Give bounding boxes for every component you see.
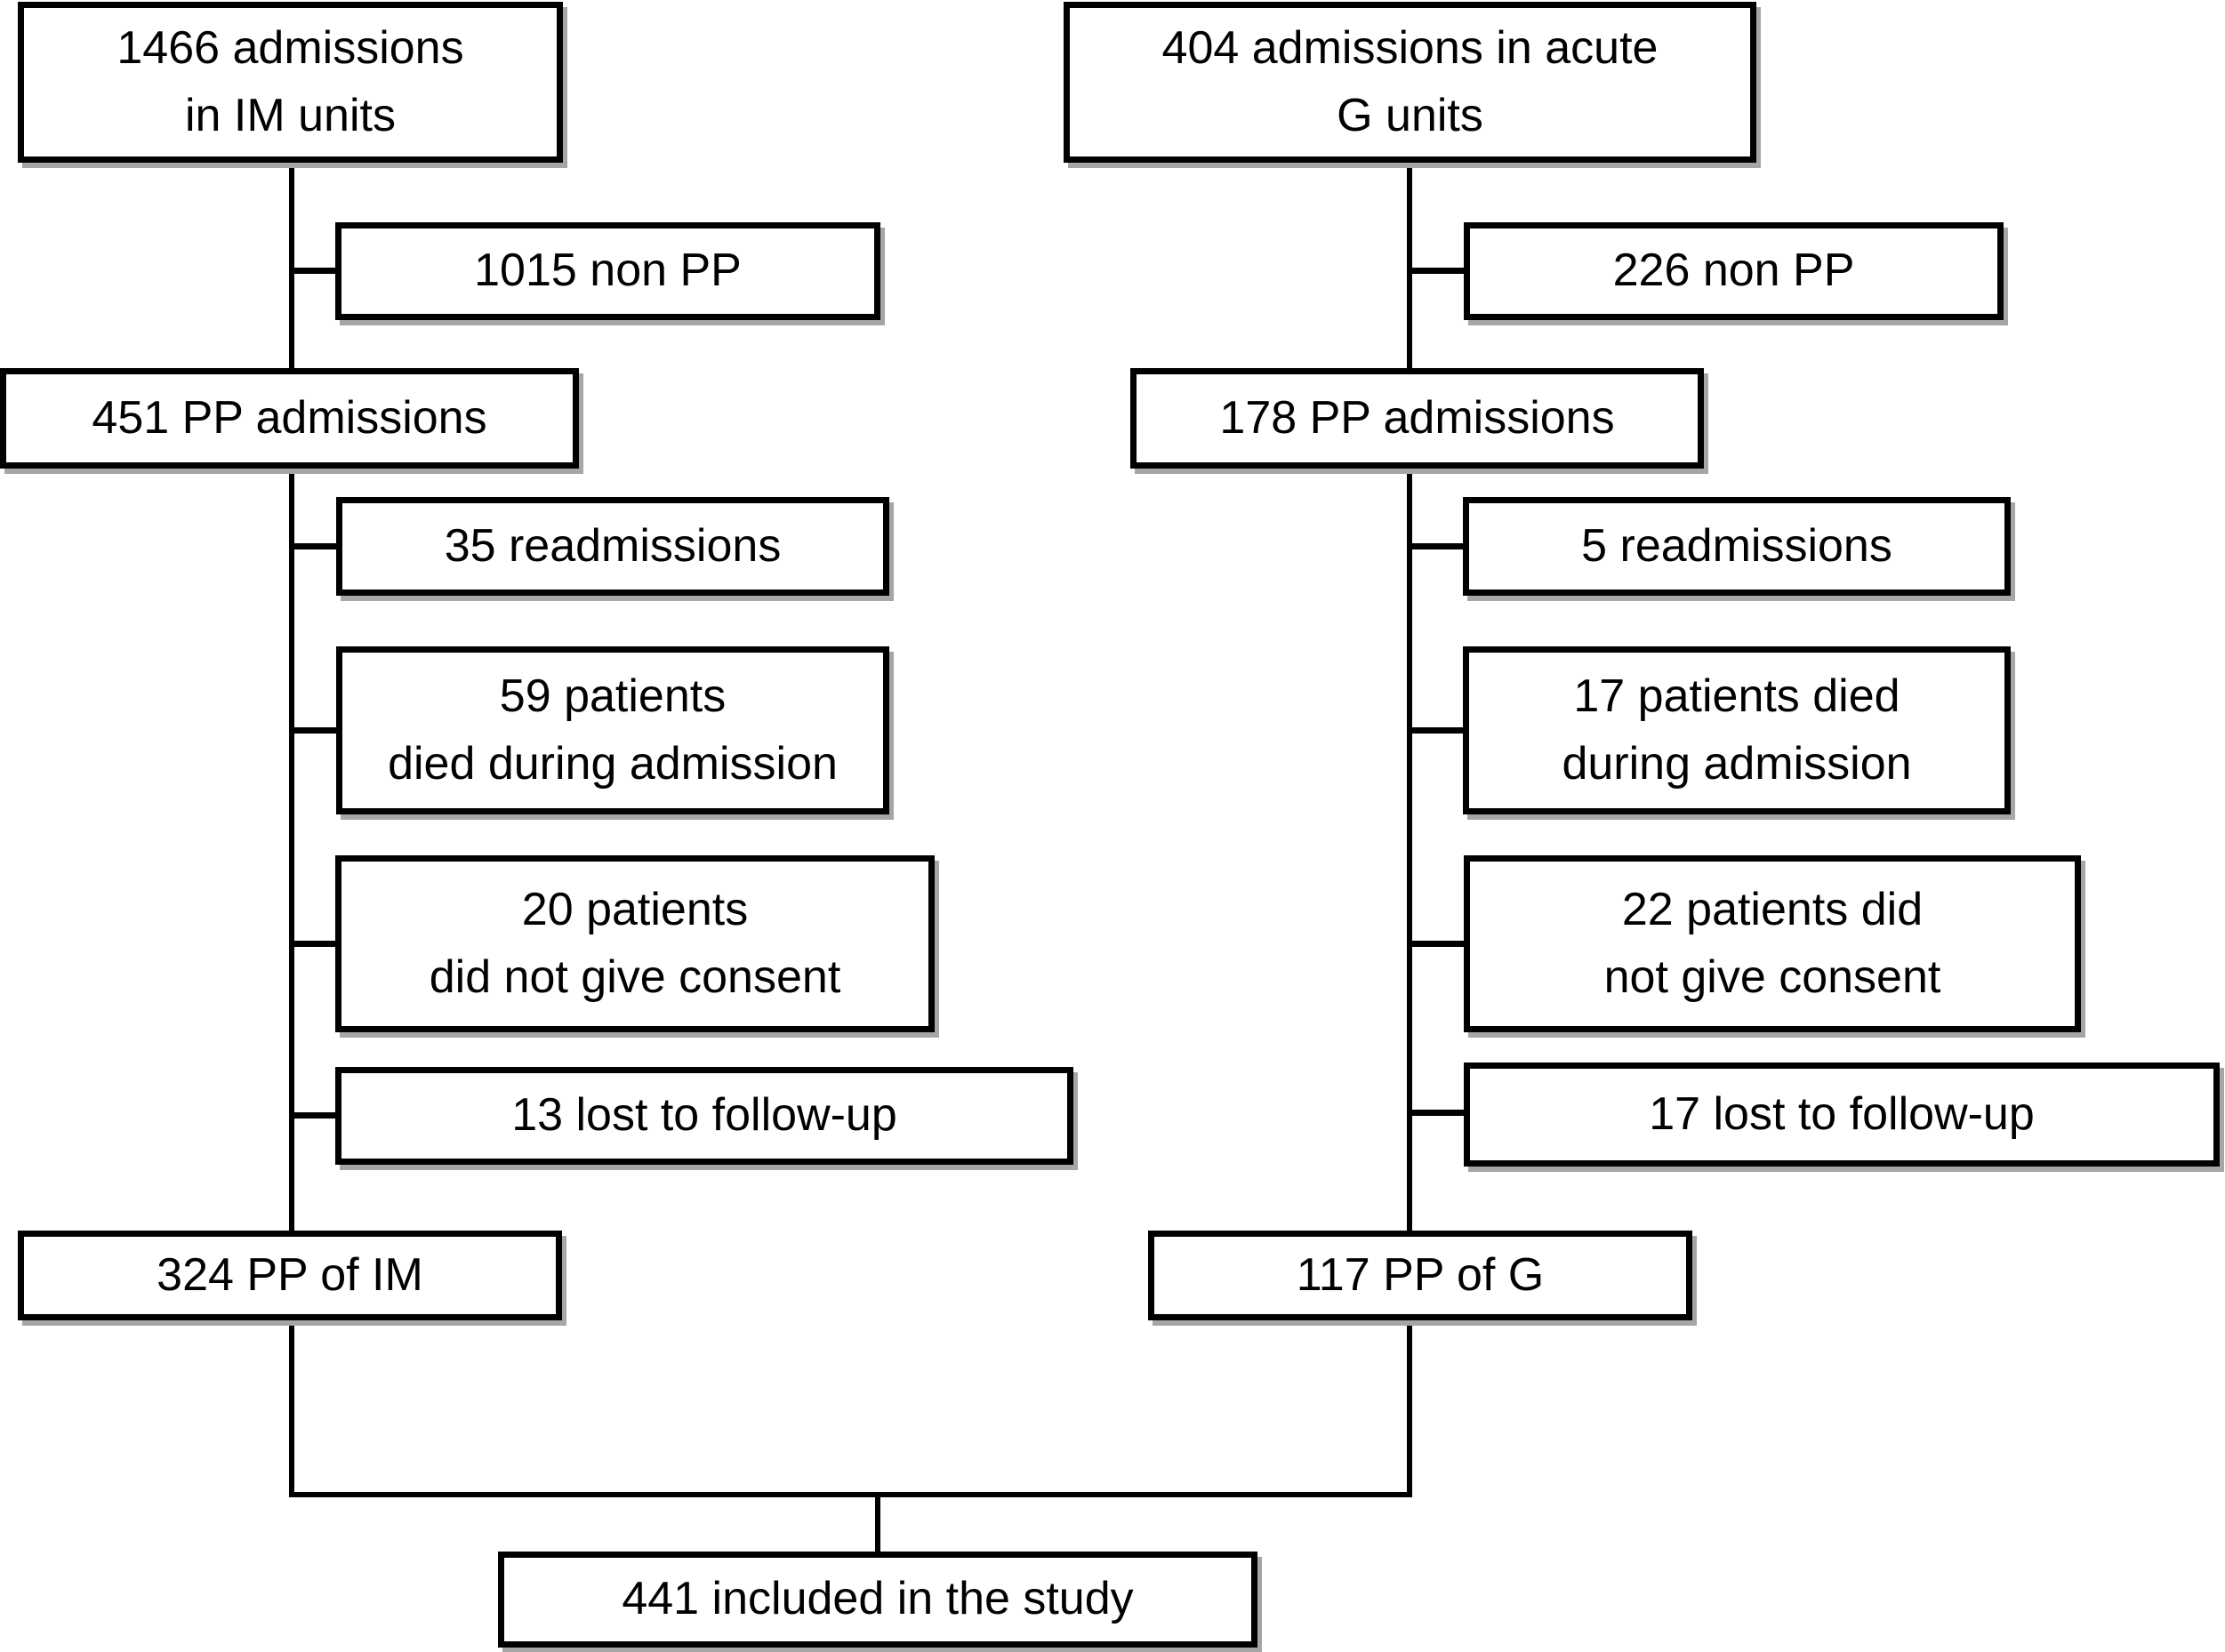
node-g-non-pp: 226 non PP [1464, 222, 2004, 320]
node-included-final: 441 included in the study [498, 1552, 1257, 1648]
node-im-pp-admissions: 451 PP admissions [0, 368, 579, 469]
node-im-final: 324 PP of IM [18, 1231, 562, 1320]
node-im-no-consent: 20 patients did not give consent [335, 855, 935, 1032]
connector-im-lost-followup [292, 1112, 338, 1119]
connector-im-no-consent [292, 941, 338, 947]
connector-merge-stub [875, 1492, 880, 1554]
node-im-died: 59 patients died during admission [336, 646, 889, 814]
node-im-admissions-total: 1466 admissions in IM units [18, 2, 563, 163]
connector-g-lost-followup [1410, 1110, 1466, 1116]
connector-g-died [1410, 727, 1466, 734]
node-im-non-pp: 1015 non PP [335, 222, 880, 320]
node-im-readmissions: 35 readmissions [336, 497, 889, 596]
connector-im-non-pp [292, 268, 338, 274]
node-g-final: 117 PP of G [1148, 1231, 1692, 1320]
connector-g-no-consent [1410, 941, 1466, 947]
node-g-pp-admissions: 178 PP admissions [1130, 368, 1704, 469]
connector-g-readmissions [1410, 543, 1466, 549]
node-g-lost-followup: 17 lost to follow-up [1464, 1063, 2220, 1167]
connector-g-non-pp [1410, 268, 1466, 274]
connector-im-died [292, 727, 338, 734]
connector-merge-horizontal [289, 1492, 1412, 1497]
node-g-no-consent: 22 patients did not give consent [1464, 855, 2081, 1032]
node-im-lost-followup: 13 lost to follow-up [335, 1067, 1073, 1165]
connector-right-spine [1407, 162, 1412, 1497]
node-g-admissions-total: 404 admissions in acute G units [1064, 2, 1756, 163]
node-g-readmissions: 5 readmissions [1463, 497, 2011, 596]
node-g-died: 17 patients died during admission [1463, 646, 2011, 814]
connector-im-readmissions [292, 543, 338, 549]
connector-left-spine [289, 162, 294, 1497]
